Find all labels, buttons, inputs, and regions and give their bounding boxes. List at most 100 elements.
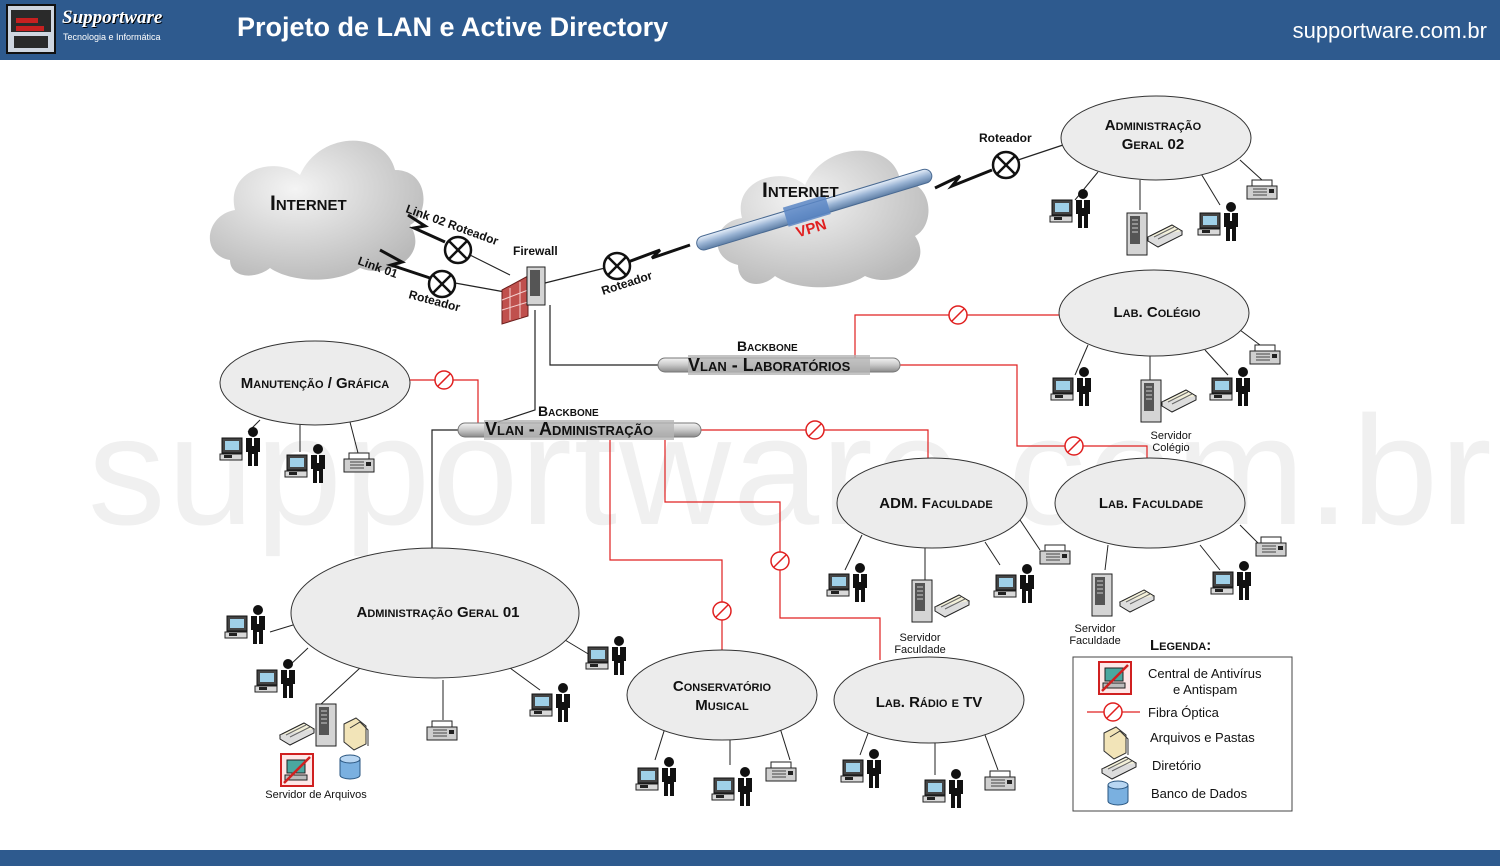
legend: Legenda: Central de Antivírus e Antispam… [1072, 637, 1293, 812]
site-administracao-geral-01[interactable] [290, 547, 580, 679]
site-label-adm02-line2: Geral 02 [1122, 136, 1184, 153]
legend-antivirus-line2: e Antispam [1173, 682, 1237, 697]
backbone-lab-title: Backbone [737, 338, 798, 354]
workstation-icon [1050, 366, 1092, 407]
fiber-marker [805, 420, 825, 440]
site-lab-colegio[interactable] [1058, 269, 1250, 357]
legend-antivirus-line1: Central de Antivírus [1148, 666, 1262, 681]
router-icon [443, 235, 473, 265]
footer-bar [0, 850, 1500, 866]
fiber-optic-icon [1103, 702, 1123, 722]
brand-name: Supportware [62, 7, 163, 28]
fiber-marker [948, 305, 968, 325]
legend-title: Legenda: [1150, 637, 1211, 654]
internet-cloud-left [209, 140, 424, 280]
backbone-laboratorios-tube [657, 355, 901, 375]
site-label-lab-faculdade: Lab. Faculdade [1099, 495, 1203, 512]
legend-diretorio: Diretório [1152, 758, 1201, 773]
server-icon [1140, 379, 1162, 423]
site-label-conservatorio-line1: Conservatório [673, 678, 772, 695]
site-manutencao-grafica[interactable] [219, 340, 411, 426]
brand-tagline: Tecnologia e Informática [63, 32, 161, 42]
legend-arquivos: Arquivos e Pastas [1150, 730, 1255, 745]
server-icon [315, 703, 337, 747]
printer-icon [765, 761, 797, 782]
workstation-icon [284, 443, 326, 484]
page-title: Projeto de LAN e Active Directory [237, 12, 669, 42]
backbone-adm-name: Vlan - Administração [485, 419, 653, 439]
workstation-icon [635, 756, 677, 797]
workstation-icon [585, 635, 627, 676]
legend-banco: Banco de Dados [1151, 786, 1248, 801]
site-spokes [247, 159, 1263, 775]
directory-icon [279, 722, 315, 746]
firewall-icon [501, 266, 546, 325]
server-label-colegio-line2: Colégio [1152, 442, 1189, 454]
workstation-icon [840, 748, 882, 789]
site-label-adm02-line1: Administração [1105, 117, 1202, 134]
server-label-arquivos: Servidor de Arquivos [265, 789, 367, 801]
workstation-icon [219, 426, 261, 467]
directory-icon [1161, 389, 1197, 413]
directory-icon [1147, 224, 1183, 248]
site-lab-radio-tv[interactable] [833, 656, 1025, 744]
site-label-manutencao: Manutenção / Gráfica [241, 375, 390, 392]
site-conservatorio-musical[interactable] [626, 649, 818, 741]
cloud-label-left: Internet [270, 192, 347, 215]
printer-icon [343, 452, 375, 473]
router-icon [991, 150, 1021, 180]
workstation-icon [224, 604, 266, 645]
workstation-icon [529, 682, 571, 723]
backbone-administracao-tube [457, 420, 702, 440]
header-bar: Supportware Tecnologia e Informática Pro… [0, 0, 1500, 60]
printer-icon [984, 770, 1016, 791]
logo-icon [6, 4, 56, 54]
site-label-conservatorio-line2: Musical [695, 697, 749, 714]
printer-icon [1249, 344, 1281, 365]
printer-icon [426, 720, 458, 741]
fiber-marker [712, 601, 732, 621]
site-administracao-geral-02[interactable] [1060, 95, 1252, 181]
fiber-marker [770, 551, 790, 571]
antivirus-icon [279, 752, 315, 788]
printer-icon [1246, 179, 1278, 200]
legend-fibra: Fibra Óptica [1148, 705, 1220, 720]
router-label-top: Roteador [979, 131, 1032, 145]
directory-icon [1119, 589, 1155, 613]
server-icon [1126, 212, 1148, 256]
printer-icon [1255, 536, 1287, 557]
antivirus-icon [1097, 660, 1133, 696]
site-label-lab-radio: Lab. Rádio e TV [876, 694, 983, 711]
site-lab-faculdade[interactable] [1054, 457, 1246, 549]
server-icon [911, 579, 933, 623]
site-label-adm01: Administração Geral 01 [356, 604, 519, 621]
workstation-icon [1049, 188, 1091, 229]
workstation-icon [1209, 366, 1251, 407]
fiber-marker [1064, 436, 1084, 456]
database-icon [1107, 780, 1129, 806]
supportware-logo: Supportware Tecnologia e Informática [6, 4, 196, 54]
workstation-icon [826, 562, 868, 603]
workstation-icon [922, 768, 964, 809]
fiber-marker [434, 370, 454, 390]
site-label-adm-faculdade: ADM. Faculdade [879, 495, 992, 512]
directory-icon [934, 594, 970, 618]
server-label-faculdade-lab-line1: Servidor [1075, 623, 1116, 635]
server-label-colegio-line1: Servidor [1151, 430, 1192, 442]
vpn-tunnel [696, 168, 933, 251]
folder-icon [343, 717, 369, 751]
workstation-icon [1197, 201, 1239, 242]
server-icon [1091, 573, 1113, 617]
backbone-lab-name: Vlan - Laboratórios [688, 355, 851, 375]
workstation-icon [711, 766, 753, 807]
workstation-icon [993, 563, 1035, 604]
database-icon [339, 754, 361, 780]
site-label-lab-colegio: Lab. Colégio [1114, 304, 1201, 321]
site-adm-faculdade[interactable] [836, 457, 1028, 549]
printer-icon [1039, 544, 1071, 565]
backbone-adm-title: Backbone [538, 403, 599, 419]
server-label-faculdade-lab-line2: Faculdade [1069, 635, 1120, 647]
workstation-icon [254, 658, 296, 699]
site-url[interactable]: supportware.com.br [1292, 18, 1487, 43]
